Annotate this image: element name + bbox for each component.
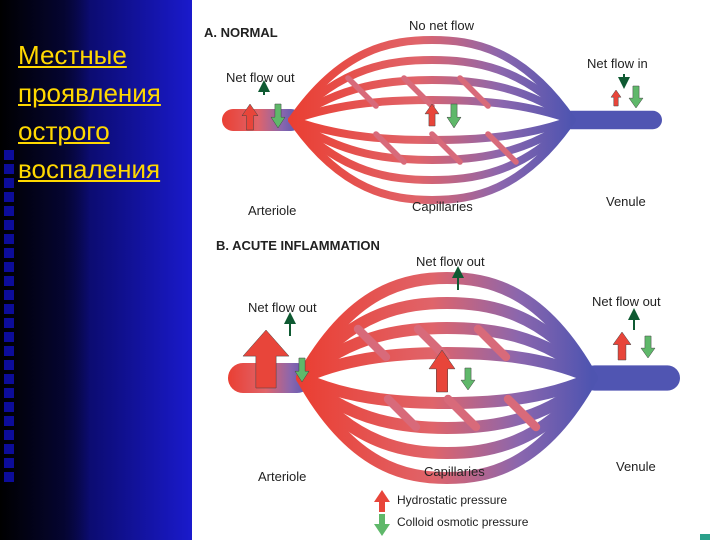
capillary-branch bbox=[296, 271, 598, 384]
legend: Hydrostatic pressure Colloid osmotic pre… bbox=[374, 490, 529, 536]
corner-mark bbox=[700, 534, 710, 540]
decor-square bbox=[4, 402, 14, 412]
title-line-1: Местные bbox=[18, 40, 127, 70]
decor-square bbox=[4, 248, 14, 258]
capillary-branch bbox=[288, 116, 576, 205]
capillary-branch bbox=[296, 372, 598, 435]
panel-a-venule-label: Venule bbox=[606, 194, 646, 209]
capillary-branch bbox=[296, 321, 598, 384]
panel-b-top-label: Net flow out bbox=[416, 254, 485, 269]
panel-inflammation: B. ACUTE INFLAMMATION Net flow out Net f… bbox=[216, 238, 680, 485]
decor-square bbox=[4, 458, 14, 468]
title-line-4: воспаления bbox=[18, 154, 161, 184]
hydrostatic-arrow bbox=[610, 89, 622, 107]
colloid-legend-icon bbox=[374, 514, 390, 536]
title-line-2: проявления bbox=[18, 78, 161, 108]
capillary-branch bbox=[288, 95, 576, 124]
panel-b-left-label: Net flow out bbox=[248, 300, 317, 315]
panel-b-capillaries-label: Capillaries bbox=[424, 464, 485, 479]
decor-square bbox=[4, 276, 14, 286]
hydrostatic-arrow bbox=[241, 103, 259, 131]
hydrostatic-arrow bbox=[424, 103, 440, 127]
decor-square bbox=[4, 346, 14, 356]
decor-square bbox=[4, 388, 14, 398]
legend-hydrostatic-label: Hydrostatic pressure bbox=[397, 493, 507, 507]
decor-square bbox=[4, 332, 14, 342]
capillary-branch bbox=[288, 116, 576, 165]
left-panel: Местные проявления острого воспаления bbox=[0, 0, 192, 540]
capillary-branch bbox=[288, 35, 576, 124]
capillary-branch bbox=[288, 55, 576, 124]
vessel-network-normal bbox=[222, 35, 662, 205]
panel-b-arteriole-label: Arteriole bbox=[258, 469, 306, 484]
decor-square bbox=[4, 360, 14, 370]
colloid-arrow bbox=[628, 85, 644, 109]
pressure-arrows-normal bbox=[241, 74, 644, 131]
panel-a-capillaries-label: Capillaries bbox=[412, 199, 473, 214]
venule-trunk bbox=[582, 365, 680, 391]
decor-square bbox=[4, 444, 14, 454]
decor-square bbox=[4, 220, 14, 230]
capillary-anastomosis bbox=[401, 75, 435, 109]
capillary-anastomosis bbox=[353, 324, 391, 362]
decor-square bbox=[4, 416, 14, 426]
decor-square bbox=[4, 262, 14, 272]
decor-square bbox=[4, 150, 14, 160]
colloid-arrow bbox=[460, 367, 476, 391]
panel-normal: A. NORMAL No net flow Net flow out Net f… bbox=[204, 18, 662, 218]
hydrostatic-arrow bbox=[242, 329, 290, 389]
left-panel-shade bbox=[0, 0, 90, 540]
capillary-anastomosis bbox=[345, 75, 379, 109]
panel-a-right-label: Net flow in bbox=[587, 56, 648, 71]
pressure-arrows-inflammation bbox=[242, 266, 656, 393]
legend-colloid-label: Colloid osmotic pressure bbox=[397, 515, 529, 529]
capillary-branch bbox=[296, 372, 598, 460]
capillary-anastomosis bbox=[383, 394, 421, 432]
decor-square bbox=[4, 192, 14, 202]
colloid-arrow bbox=[294, 357, 310, 383]
decor-square bbox=[4, 374, 14, 384]
capillary-anastomosis bbox=[443, 394, 481, 432]
title-line-3: острого bbox=[18, 116, 110, 146]
panel-b-right-label: Net flow out bbox=[592, 294, 661, 309]
arteriole-trunk bbox=[222, 109, 302, 131]
decor-square bbox=[4, 304, 14, 314]
capillary-anastomosis bbox=[503, 394, 541, 432]
panel-a-heading: A. NORMAL bbox=[204, 25, 278, 40]
capillary-branch bbox=[288, 75, 576, 124]
colloid-arrow bbox=[446, 103, 462, 129]
panel-a-left-label: Net flow out bbox=[226, 70, 295, 85]
decor-square bbox=[4, 290, 14, 300]
capillary-branch bbox=[288, 116, 576, 185]
venule-trunk bbox=[562, 110, 662, 130]
decor-square bbox=[4, 318, 14, 328]
decor-square bbox=[4, 164, 14, 174]
capillary-branch bbox=[288, 116, 576, 145]
colloid-arrow bbox=[640, 335, 656, 359]
decor-square bbox=[4, 206, 14, 216]
panel-b-heading: B. ACUTE INFLAMMATION bbox=[216, 238, 380, 253]
colloid-arrow bbox=[270, 103, 286, 129]
capillary-anastomosis bbox=[429, 131, 463, 165]
decor-square bbox=[4, 178, 14, 188]
capillary-anastomosis bbox=[485, 131, 519, 165]
decor-square bbox=[4, 430, 14, 440]
panel-b-venule-label: Venule bbox=[616, 459, 656, 474]
panel-a-arteriole-label: Arteriole bbox=[248, 203, 296, 218]
capillary-diagram: A. NORMAL No net flow Net flow out Net f… bbox=[204, 18, 680, 536]
hydrostatic-arrow bbox=[428, 349, 456, 393]
hydrostatic-arrow bbox=[612, 331, 632, 361]
panel-a-top-label: No net flow bbox=[409, 18, 475, 33]
vessel-network-inflammation bbox=[228, 271, 680, 485]
capillary-anastomosis bbox=[473, 324, 511, 362]
capillary-anastomosis bbox=[457, 75, 491, 109]
slide-title: Местные проявления острого воспаления bbox=[18, 36, 190, 188]
decor-square bbox=[4, 234, 14, 244]
decor-square bbox=[4, 472, 14, 482]
capillary-anastomosis bbox=[373, 131, 407, 165]
hydrostatic-legend-icon bbox=[374, 490, 390, 512]
capillary-branch bbox=[296, 296, 598, 384]
capillary-branch bbox=[296, 372, 598, 485]
